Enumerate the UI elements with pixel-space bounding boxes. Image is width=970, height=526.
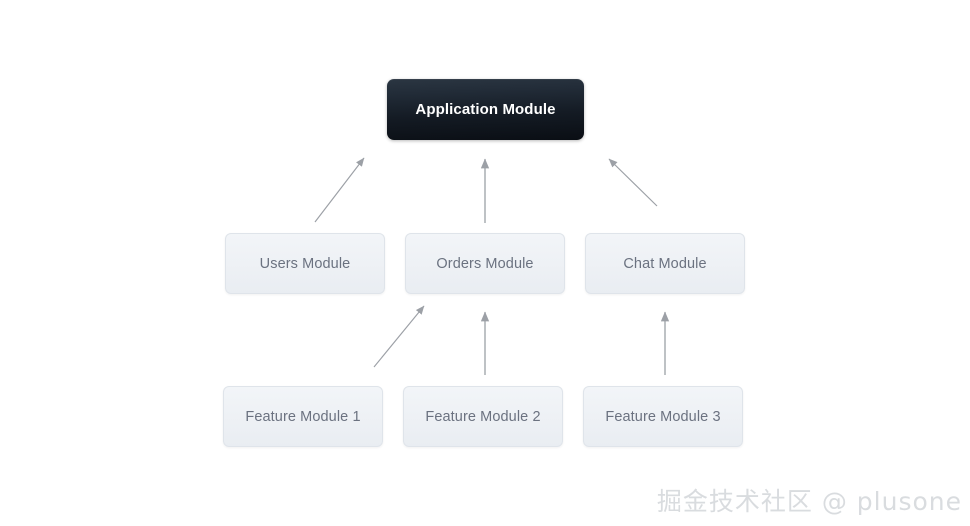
node-feature-module-3[interactable]: Feature Module 3 — [583, 386, 743, 447]
node-feature-module-3-label: Feature Module 3 — [605, 408, 721, 425]
node-application-module[interactable]: Application Module — [387, 79, 584, 140]
edge-chat-to-application — [608, 158, 658, 207]
watermark: 掘金技术社区 @ plusone — [656, 487, 962, 516]
node-feature-module-2[interactable]: Feature Module 2 — [403, 386, 563, 447]
node-feature-module-2-label: Feature Module 2 — [425, 408, 541, 425]
node-orders-module-label: Orders Module — [436, 255, 534, 272]
node-users-module[interactable]: Users Module — [225, 233, 385, 294]
node-application-module-label: Application Module — [415, 101, 556, 118]
node-feature-module-1[interactable]: Feature Module 1 — [223, 386, 383, 447]
node-orders-module[interactable]: Orders Module — [405, 233, 565, 294]
edge-feature1-to-orders — [373, 305, 425, 368]
node-chat-module[interactable]: Chat Module — [585, 233, 745, 294]
node-feature-module-1-label: Feature Module 1 — [245, 408, 361, 425]
node-chat-module-label: Chat Module — [623, 255, 707, 272]
edge-users-to-application — [314, 157, 365, 223]
node-users-module-label: Users Module — [259, 255, 351, 272]
